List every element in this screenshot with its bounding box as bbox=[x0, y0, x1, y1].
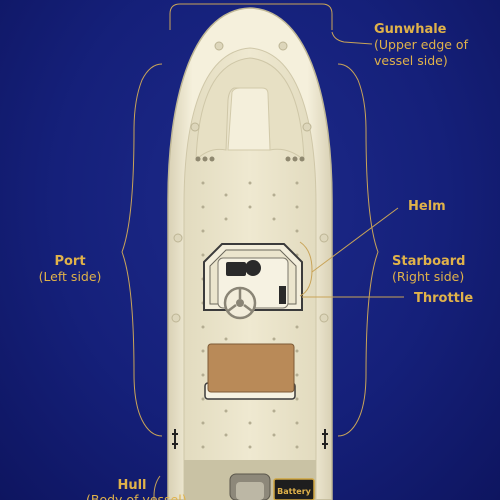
throttle-lever bbox=[279, 286, 286, 304]
port-desc: (Left side) bbox=[39, 269, 102, 284]
gunwhale-desc-line2: vessel side) bbox=[374, 53, 448, 68]
seat bbox=[204, 343, 296, 400]
label-gunwhale: Gunwhale (Upper edge of vessel side) bbox=[374, 22, 469, 68]
starboard-desc: (Right side) bbox=[392, 269, 464, 284]
stern-area: Battery bbox=[184, 460, 316, 500]
port-title: Port bbox=[54, 254, 85, 269]
battery-box bbox=[273, 478, 315, 500]
label-hull: Hull (Body of vessel) bbox=[86, 478, 187, 500]
battery-label: Battery bbox=[277, 487, 312, 496]
gunwhale-title: Gunwhale bbox=[374, 22, 447, 37]
side-cleats bbox=[172, 429, 328, 449]
bow-deck bbox=[195, 57, 305, 162]
gunwale-cleats bbox=[171, 41, 329, 323]
callout-brackets bbox=[121, 3, 404, 500]
hull-desc: (Body of vessel) bbox=[86, 492, 187, 500]
throttle-title: Throttle bbox=[414, 291, 473, 306]
helm-gauge bbox=[245, 260, 261, 276]
label-starboard: Starboard (Right side) bbox=[392, 254, 466, 284]
gunwhale-desc-line1: (Upper edge of bbox=[374, 37, 469, 52]
steering-wheel bbox=[223, 286, 257, 320]
starboard-title: Starboard bbox=[392, 254, 466, 269]
bow-hatch bbox=[227, 87, 271, 151]
helm-title: Helm bbox=[408, 199, 446, 214]
hull-title: Hull bbox=[117, 478, 146, 493]
helm-gauge-display bbox=[226, 262, 246, 276]
label-port: Port (Left side) bbox=[39, 254, 102, 284]
vent-holes bbox=[195, 156, 305, 162]
